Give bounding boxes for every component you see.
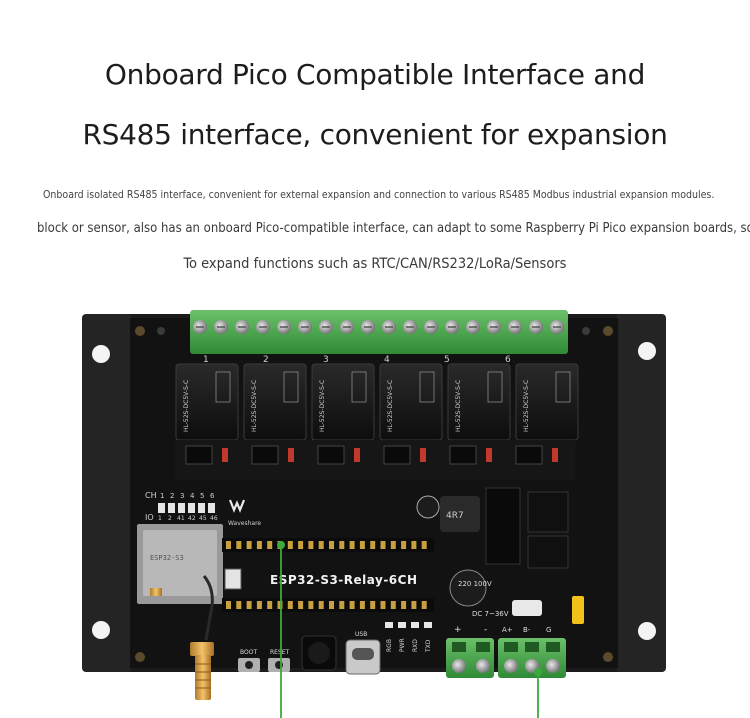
relay: HL-52S-DC5V-S-C	[175, 363, 239, 441]
esp32-module: ESP32-S3	[137, 524, 242, 604]
relay-number-labels: 1 2 3 4 5 6	[203, 355, 511, 365]
pico-header: ESP32-S3-Relay-6CH	[222, 538, 434, 612]
svg-text:1: 1	[158, 515, 162, 522]
relay-number: 6	[505, 355, 511, 365]
relay-number: 1	[203, 355, 209, 365]
callout-lines	[277, 541, 542, 718]
svg-text:CH: CH	[145, 491, 157, 500]
mounting-hole	[92, 621, 110, 639]
waveshare-logo: Waveshare	[228, 499, 261, 527]
svg-text:HL-52S-DC5V-S-C: HL-52S-DC5V-S-C	[183, 380, 190, 432]
boot-reset-buttons: BOOT RESET	[238, 649, 290, 672]
status-led-labels: RGB PWR RXD TXD	[385, 622, 432, 653]
svg-text:IO: IO	[145, 513, 154, 522]
svg-text:PWR: PWR	[399, 638, 406, 652]
board-name: ESP32-S3-Relay-6CH	[270, 573, 418, 587]
svg-text:220 100V: 220 100V	[458, 580, 492, 588]
description-line-2: block or sensor, also has an onboard Pic…	[37, 221, 750, 236]
svg-text:6: 6	[210, 492, 215, 500]
relay: HL-52S-DC5V-S-C	[311, 363, 375, 441]
svg-text:B-: B-	[523, 626, 531, 634]
svg-text:RGB: RGB	[386, 639, 393, 652]
svg-text:HL-52S-DC5V-S-C: HL-52S-DC5V-S-C	[455, 380, 462, 432]
relay: HL-52S-DC5V-S-C	[379, 363, 443, 441]
svg-text:2: 2	[168, 515, 172, 522]
relay-number: 3	[323, 355, 329, 365]
relay-driver-row	[175, 440, 575, 480]
svg-text:HL-52S-DC5V-S-C: HL-52S-DC5V-S-C	[319, 380, 326, 432]
svg-text:USB: USB	[355, 631, 367, 638]
svg-text:4: 4	[190, 492, 195, 500]
relay-number: 2	[263, 355, 269, 365]
antenna	[190, 575, 214, 700]
usb-port: USB	[345, 631, 381, 675]
rs485-terminal: A+ B- G	[498, 626, 566, 678]
svg-text:DC 7~36V: DC 7~36V	[472, 610, 509, 618]
buzzer	[301, 635, 337, 671]
relay: HL-52S-DC5V-S-C	[447, 363, 511, 441]
mounting-hole	[92, 345, 110, 363]
svg-text:1: 1	[160, 492, 164, 500]
svg-text:Waveshare: Waveshare	[228, 520, 261, 527]
relay-number: 4	[384, 355, 390, 365]
power-section: 4R7 220 100V	[416, 487, 569, 607]
description-line-1: Onboard isolated RS485 interface, conven…	[43, 189, 715, 201]
svg-text:42: 42	[188, 515, 196, 522]
mounting-hole	[638, 622, 656, 640]
boot-label: BOOT	[240, 649, 257, 656]
svg-text:5: 5	[200, 492, 204, 500]
svg-text:45: 45	[199, 515, 207, 522]
relay-number: 5	[444, 355, 450, 365]
description-line-3: To expand functions such as RTC/CAN/RS23…	[183, 256, 567, 272]
relay: HL-52S-DC5V-S-C	[515, 363, 579, 441]
mounting-hole	[638, 342, 656, 360]
channel-io-table: CH IO 1 2 3 4 5 6 1 2 41 42 45 46	[145, 491, 218, 522]
svg-text:3: 3	[180, 492, 184, 500]
reset-label: RESET	[270, 649, 290, 656]
svg-text:+: +	[454, 625, 462, 635]
svg-text:G: G	[546, 626, 551, 634]
svg-text:HL-52S-DC5V-S-C: HL-52S-DC5V-S-C	[523, 380, 530, 432]
power-terminal: DC 7~36V + -	[446, 610, 509, 678]
relay-terminal-block	[190, 310, 568, 354]
headline-line-1: Onboard Pico Compatible Interface and	[104, 58, 646, 91]
svg-text:4R7: 4R7	[446, 511, 464, 521]
headline-line-2: RS485 interface, convenient for expansio…	[82, 118, 668, 151]
relay: HL-52S-DC5V-S-C	[243, 363, 307, 441]
svg-text:-: -	[484, 625, 487, 635]
svg-text:ESP32-S3: ESP32-S3	[150, 554, 184, 562]
svg-text:A+: A+	[502, 626, 513, 634]
rs485-protection	[512, 596, 584, 624]
svg-text:HL-52S-DC5V-S-C: HL-52S-DC5V-S-C	[251, 380, 258, 432]
svg-text:41: 41	[177, 515, 185, 522]
svg-text:46: 46	[210, 515, 218, 522]
svg-text:2: 2	[170, 492, 174, 500]
svg-text:TXD: TXD	[425, 639, 432, 653]
relay-array: HL-52S-DC5V-S-C HL-52S-DC5V-S-C HL-52S-DC5…	[175, 363, 579, 441]
svg-text:HL-52S-DC5V-S-C: HL-52S-DC5V-S-C	[387, 380, 394, 432]
svg-text:RXD: RXD	[412, 639, 419, 652]
